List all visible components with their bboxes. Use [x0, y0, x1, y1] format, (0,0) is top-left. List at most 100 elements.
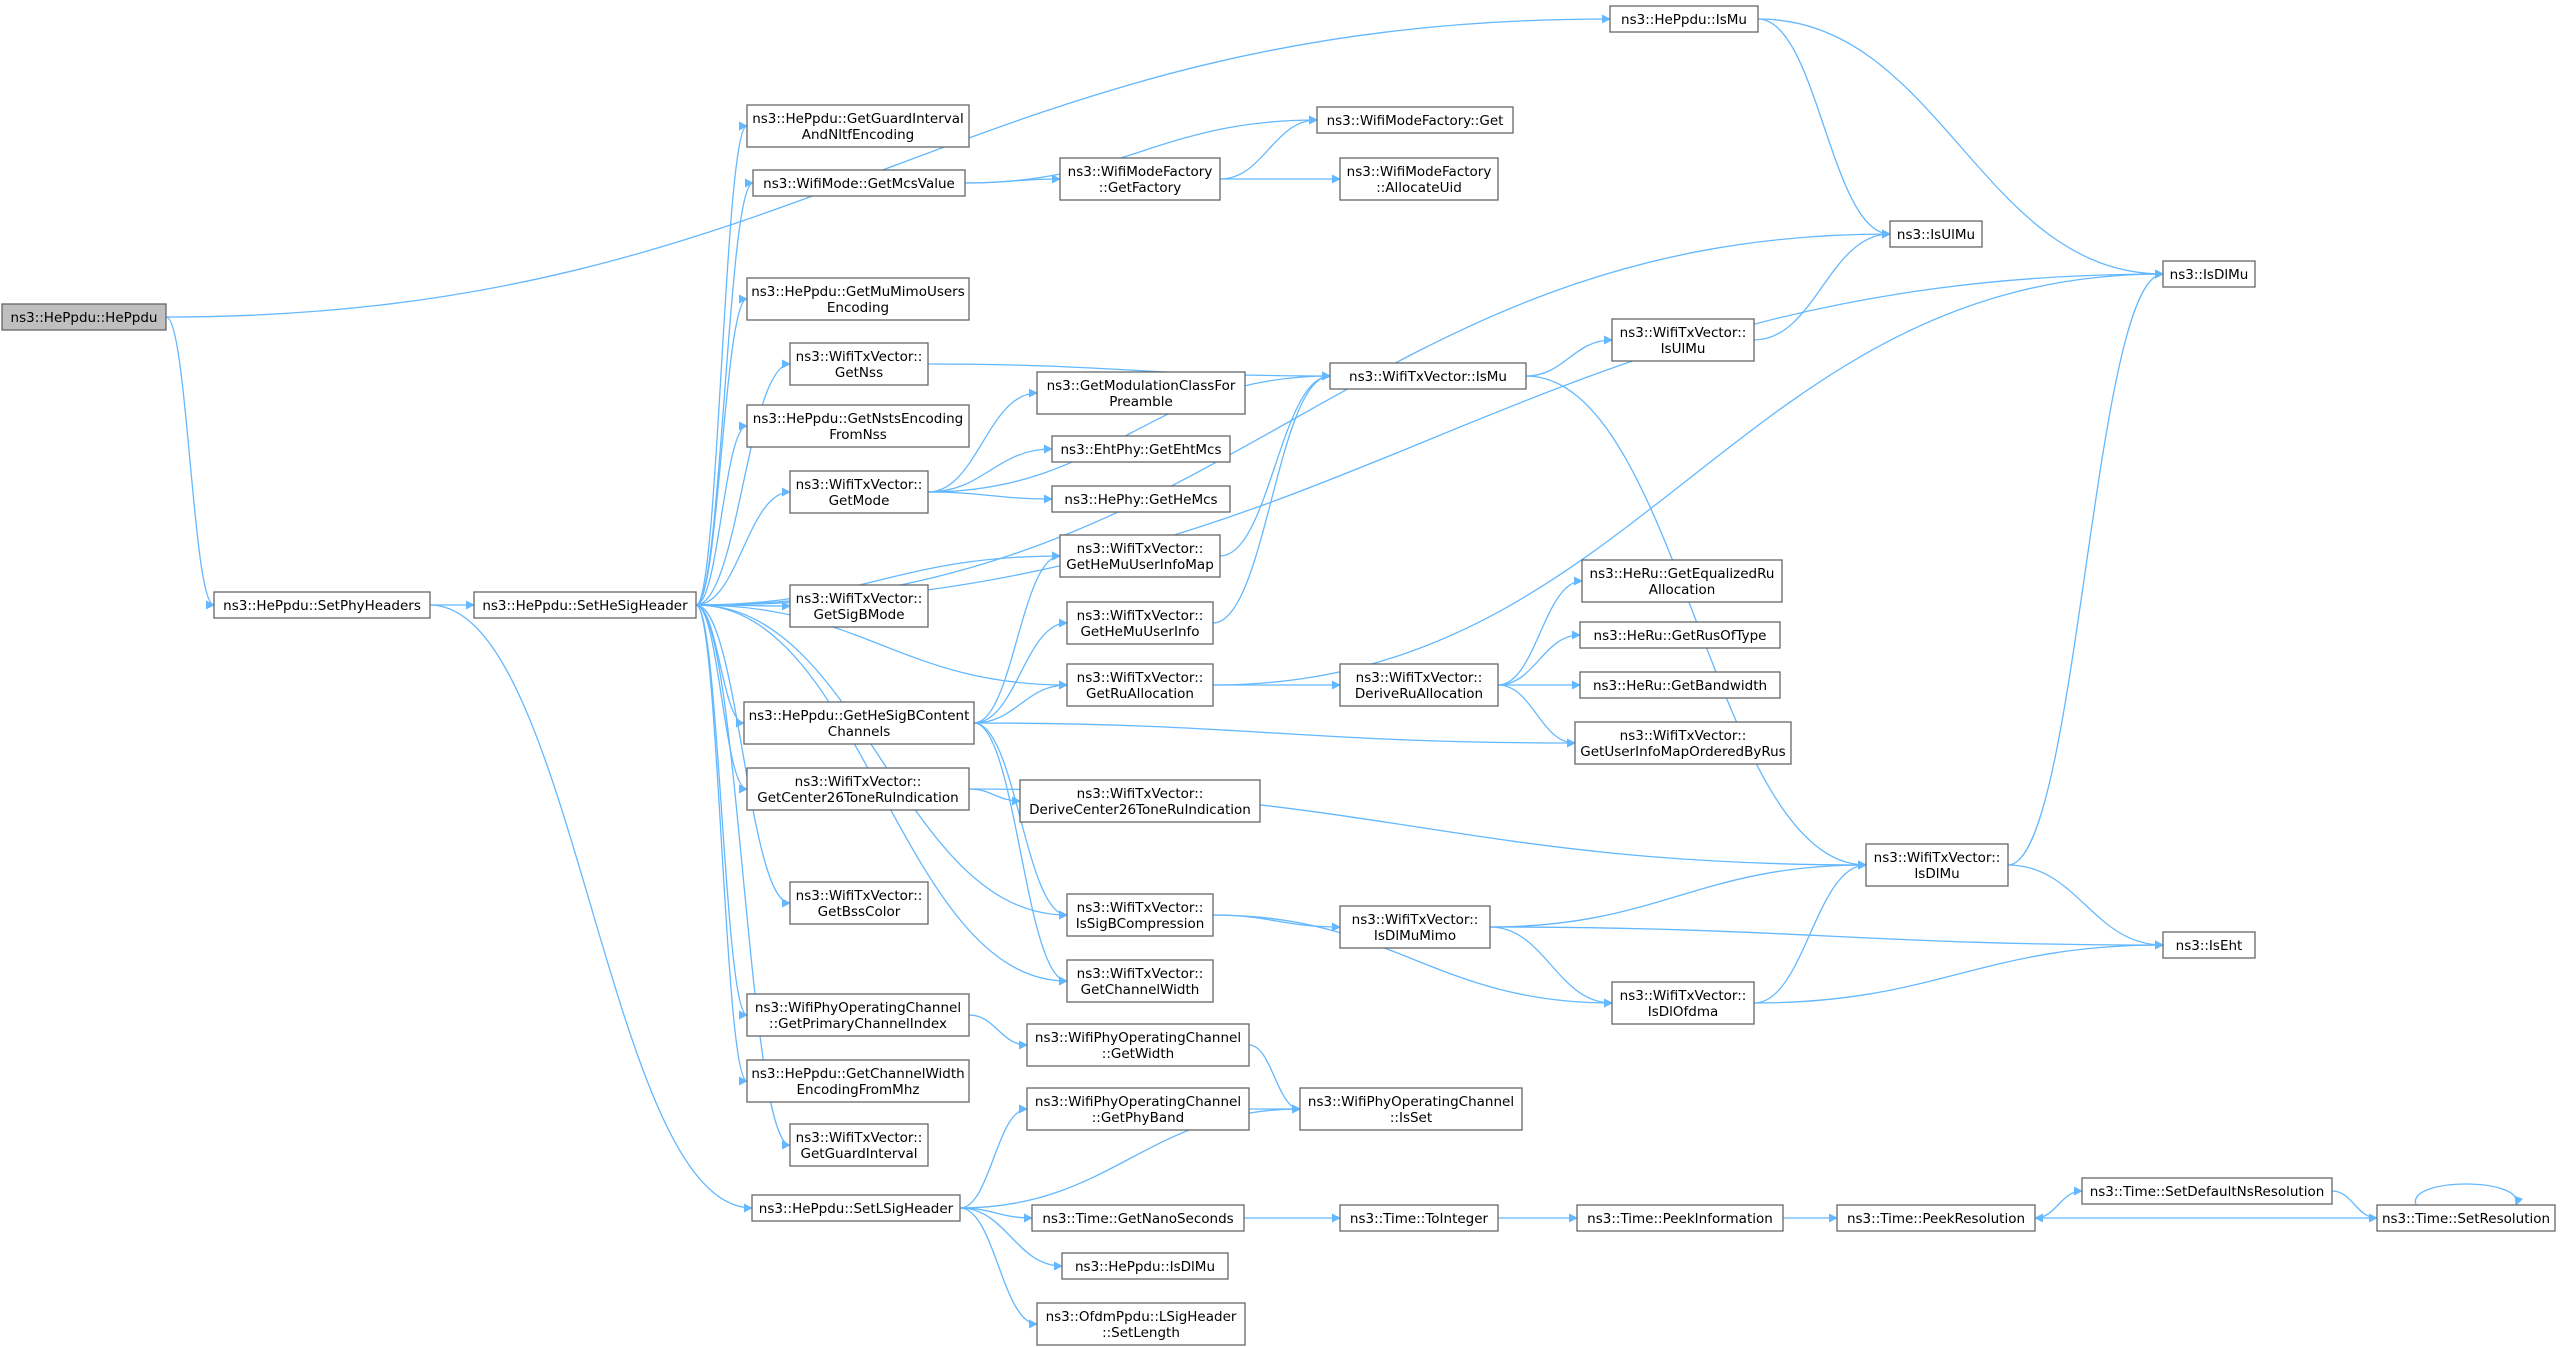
edge-line: [695, 604, 1068, 920]
node-box: [1051, 485, 1231, 513]
node-set-he-sig-header[interactable]: ns3::HePpdu::SetHeSigHeader: [473, 591, 697, 619]
node-label: GetBssColor: [818, 904, 901, 920]
node-is-dl-mu-mimo[interactable]: ns3::WifiTxVector::IsDlMuMimo: [1339, 905, 1491, 949]
node-tx-is-ul-mu[interactable]: ns3::WifiTxVector::IsUlMu: [1611, 318, 1755, 362]
node-label: ns3::WifiTxVector::: [1077, 670, 1204, 686]
node-wmfallocate-uid[interactable]: ns3::WifiModeFactory::AllocateUid: [1339, 157, 1499, 201]
node-he-ppdu-is-dl-mu[interactable]: ns3::HePpdu::IsDlMu: [1061, 1252, 1229, 1280]
node-derive-ru-allocation[interactable]: ns3::WifiTxVector::DeriveRuAllocation: [1339, 663, 1499, 707]
node-get-he-mcs[interactable]: ns3::HePhy::GetHeMcs: [1051, 485, 1231, 513]
edge-line: [695, 359, 791, 606]
edge-is-sig-bcompression-to-is-dl-ofdma: [1212, 914, 1613, 1008]
node-label: ns3::WifiTxVector::: [1620, 325, 1747, 341]
node-label: DeriveCenter26ToneRuIndication: [1029, 802, 1251, 818]
edge-is-dl-ofdma-to-tx-is-dl-mu: [1753, 860, 1867, 1004]
node-wmfget-factory[interactable]: ns3::WifiModeFactory::GetFactory: [1059, 157, 1221, 201]
node-box: [1, 303, 167, 331]
node-get-bss-color[interactable]: ns3::WifiTxVector::GetBssColor: [789, 881, 929, 925]
node-get-center26[interactable]: ns3::WifiTxVector::GetCenter26ToneRuIndi…: [746, 767, 970, 811]
edge-line: [695, 121, 748, 606]
edge-line: [695, 604, 748, 794]
node-set-lsig-header[interactable]: ns3::HePpdu::SetLSigHeader: [751, 1194, 961, 1222]
node-get-nano-seconds[interactable]: ns3::Time::GetNanoSeconds: [1031, 1204, 1245, 1232]
edge-op-get-width-to-op-is-set: [1248, 1044, 1301, 1114]
node-wmfget[interactable]: ns3::WifiModeFactory::Get: [1316, 106, 1514, 134]
node-box: [1316, 106, 1514, 134]
node-get-he-mu-user-info-map[interactable]: ns3::WifiTxVector::GetHeMuUserInfoMap: [1059, 534, 1221, 578]
node-op-get-width[interactable]: ns3::WifiPhyOperatingChannel::GetWidth: [1026, 1023, 1250, 1067]
edge-set-he-sig-header-to-get-mcs-value: [695, 178, 754, 606]
node-label: ns3::Time::SetDefaultNsResolution: [2090, 1184, 2325, 1200]
node-label: ns3::HePpdu::GetNstsEncoding: [753, 411, 963, 427]
node-set-resolution[interactable]: ns3::Time::SetResolution: [2376, 1204, 2556, 1232]
node-box: [1579, 621, 1781, 649]
node-label: ns3::WifiTxVector::: [1352, 912, 1479, 928]
node-box: [746, 104, 970, 148]
edge-set-he-sig-header-to-get-primary-channel-index: [695, 604, 748, 1020]
node-is-dl-mu-free[interactable]: ns3::IsDlMu: [2162, 260, 2256, 288]
node-label: ns3::WifiTxVector::: [1620, 728, 1747, 744]
edge-set-he-sig-header-to-is-dl-mu-free: [695, 269, 2164, 606]
node-get-ru-allocation[interactable]: ns3::WifiTxVector::GetRuAllocation: [1066, 663, 1214, 707]
node-tx-is-dl-mu[interactable]: ns3::WifiTxVector::IsDlMu: [1865, 843, 2009, 887]
node-get-sig-bmode[interactable]: ns3::WifiTxVector::GetSigBMode: [789, 584, 929, 628]
node-box: [473, 591, 697, 619]
node-get-nss[interactable]: ns3::WifiTxVector::GetNss: [789, 342, 929, 386]
edge-is-sig-bcompression-to-is-dl-mu-mimo: [1212, 914, 1341, 932]
node-get-rus-of-type[interactable]: ns3::HeRu::GetRusOfType: [1579, 621, 1781, 649]
edge-line: [1525, 335, 1613, 377]
edge-line: [695, 229, 1891, 606]
node-get-channel-width-encoding[interactable]: ns3::HePpdu::GetChannelWidthEncodingFrom…: [746, 1059, 970, 1103]
node-box: [1061, 1252, 1229, 1280]
node-is-eht[interactable]: ns3::IsEht: [2162, 931, 2256, 959]
node-label: ns3::WifiTxVector::: [1077, 608, 1204, 624]
node-op-is-set[interactable]: ns3::WifiPhyOperatingChannel::IsSet: [1299, 1087, 1523, 1131]
node-tx-is-mu[interactable]: ns3::WifiTxVector::IsMu: [1329, 362, 1527, 390]
node-label: ns3::WifiTxVector::: [1620, 988, 1747, 1004]
node-get-guard-interval-nltf[interactable]: ns3::HePpdu::GetGuardIntervalAndNltfEnco…: [746, 104, 970, 148]
node-label: Preamble: [1109, 394, 1173, 410]
edge-line: [695, 551, 1061, 606]
edge-line: [959, 1104, 1028, 1209]
node-derive-center26[interactable]: ns3::WifiTxVector::DeriveCenter26ToneRuI…: [1019, 779, 1261, 823]
node-peek-resolution[interactable]: ns3::Time::PeekResolution: [1836, 1204, 2036, 1232]
node-he-ppdu[interactable]: ns3::HePpdu::HePpdu: [1, 303, 167, 331]
node-set-default-ns-resolution[interactable]: ns3::Time::SetDefaultNsResolution: [2081, 1177, 2333, 1205]
edge-line: [695, 294, 748, 606]
node-get-bandwidth[interactable]: ns3::HeRu::GetBandwidth: [1579, 671, 1781, 699]
node-to-integer[interactable]: ns3::Time::ToInteger: [1339, 1204, 1499, 1232]
node-label: ns3::WifiModeFactory: [1068, 164, 1213, 180]
node-is-dl-ofdma[interactable]: ns3::WifiTxVector::IsDlOfdma: [1611, 981, 1755, 1025]
node-label: GetHeMuUserInfo: [1080, 624, 1199, 640]
node-get-guard-interval[interactable]: ns3::WifiTxVector::GetGuardInterval: [789, 1123, 929, 1167]
node-is-ul-mu-free[interactable]: ns3::IsUlMu: [1889, 220, 1983, 248]
node-get-mode[interactable]: ns3::WifiTxVector::GetMode: [789, 470, 929, 514]
node-get-channel-width[interactable]: ns3::WifiTxVector::GetChannelWidth: [1066, 959, 1214, 1003]
node-box: [1579, 671, 1781, 699]
node-is-sig-bcompression[interactable]: ns3::WifiTxVector::IsSigBCompression: [1066, 893, 1214, 937]
node-op-get-phy-band[interactable]: ns3::WifiPhyOperatingChannel::GetPhyBand: [1026, 1087, 1250, 1131]
edge-set-he-sig-header-to-get-center26: [695, 604, 748, 794]
edge-line: [927, 491, 1053, 504]
node-box: [743, 701, 975, 745]
edge-line: [1497, 684, 1576, 748]
edge-line: [1212, 914, 1341, 932]
node-label: IsUlMu: [1661, 341, 1706, 357]
node-set-phy-headers[interactable]: ns3::HePpdu::SetPhyHeaders: [213, 591, 431, 619]
node-lsig-set-length[interactable]: ns3::OfdmPpdu::LSigHeader::SetLength: [1036, 1302, 1246, 1346]
node-label: AndNltfEncoding: [802, 127, 914, 143]
node-label: ns3::WifiTxVector::: [1077, 900, 1204, 916]
edge-get-primary-channel-index-to-op-get-width: [968, 1014, 1028, 1050]
node-get-user-info-map-ordered[interactable]: ns3::WifiTxVector::GetUserInfoMapOrdered…: [1574, 721, 1792, 765]
node-is-mu-top[interactable]: ns3::HePpdu::IsMu: [1609, 5, 1759, 33]
node-get-eht-mcs[interactable]: ns3::EhtPhy::GetEhtMcs: [1051, 435, 1231, 463]
node-get-he-mu-user-info[interactable]: ns3::WifiTxVector::GetHeMuUserInfo: [1066, 601, 1214, 645]
node-peek-information[interactable]: ns3::Time::PeekInformation: [1576, 1204, 1784, 1232]
node-get-primary-channel-index[interactable]: ns3::WifiPhyOperatingChannel::GetPrimary…: [746, 993, 970, 1037]
node-get-mcs-value[interactable]: ns3::WifiMode::GetMcsValue: [752, 169, 966, 197]
